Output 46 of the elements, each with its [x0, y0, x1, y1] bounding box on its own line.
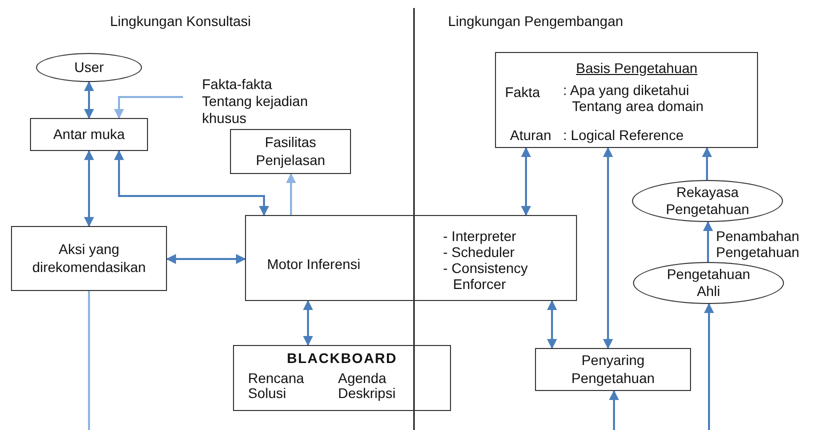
terminal-shape	[633, 262, 784, 304]
arrow	[114, 150, 269, 216]
node-text: Agenda Deskripsi	[338, 371, 397, 402]
arrow	[702, 147, 712, 180]
arrow	[166, 254, 246, 264]
node-text: Fakta	[505, 83, 540, 102]
arrow	[84, 150, 94, 227]
arrow	[521, 147, 531, 216]
arrow	[114, 96, 183, 119]
process-box	[230, 129, 351, 174]
process-box	[535, 348, 691, 391]
section-heading: Lingkungan Konsultasi	[110, 12, 251, 31]
arrow	[547, 300, 557, 349]
node-text: Penyaring Pengetahuan	[570, 352, 656, 387]
node-text: : Apa yang diketahui Tentang area domain	[563, 82, 705, 114]
node-text: Rencana Solusi	[248, 371, 306, 402]
arrow	[603, 147, 613, 349]
process-box	[495, 52, 758, 148]
node-title: BLACKBOARD	[286, 349, 398, 368]
arrow	[303, 300, 313, 346]
node-text: Aksi yang direkomendasikan	[31, 241, 147, 276]
process-box	[233, 345, 451, 411]
node-text: Fasilitas Penjelasan	[254, 134, 326, 169]
list-item: - Interpreter	[443, 228, 518, 244]
node-text: Pengetahuan Ahli	[666, 266, 752, 300]
note-text: Fakta-fakta Tentang kejadian khusus	[202, 76, 309, 126]
section-heading: Lingkungan Pengembangan	[448, 12, 624, 31]
node-text: Rekayasa Pengetahuan	[664, 184, 750, 218]
list-item: - Scheduler	[443, 244, 516, 260]
process-box	[30, 118, 148, 151]
terminal-shape	[632, 180, 783, 222]
node-title: Motor Inferensi	[267, 255, 360, 274]
node-text: : Logical Reference	[563, 126, 684, 145]
arrow	[704, 303, 714, 430]
node-text: Antar muka	[52, 126, 126, 144]
node-text: User	[73, 58, 105, 76]
arrow	[609, 390, 619, 430]
process-box	[11, 226, 167, 291]
list-item: - Consistency Enforcer	[443, 260, 529, 292]
node-text: Aturan	[510, 126, 552, 145]
node-title: Basis Pengetahuan	[576, 59, 698, 78]
terminal-shape	[36, 53, 142, 82]
arrow	[84, 81, 94, 119]
process-box	[245, 215, 577, 301]
arrow	[286, 173, 296, 215]
arrow	[703, 221, 713, 262]
